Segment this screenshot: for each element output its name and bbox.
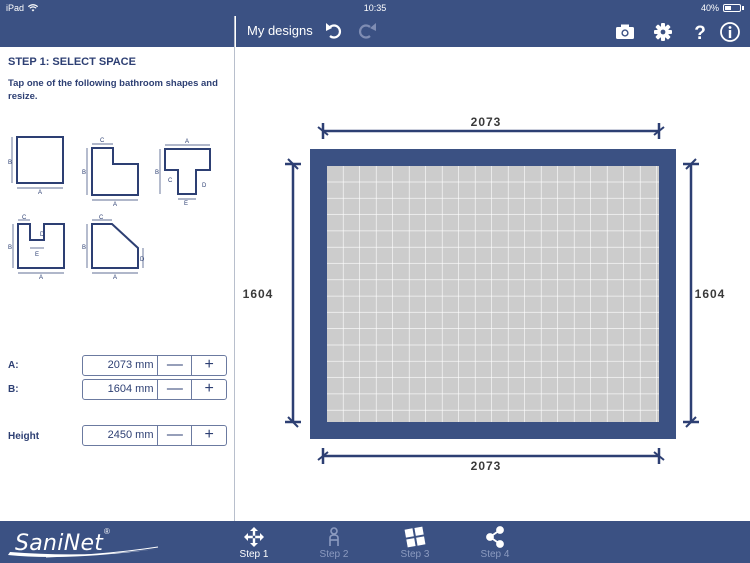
dimension-a-label: A: <box>8 360 19 371</box>
room-drawing: 2073 2073 1604 <box>243 115 726 473</box>
sidebar-header <box>0 16 234 47</box>
shape-label: A <box>39 275 43 281</box>
shape-t[interactable]: A B C D E <box>155 134 217 209</box>
shape-label: A <box>185 139 189 145</box>
tab-step-4[interactable]: Step 4 <box>465 524 525 562</box>
wifi-icon <box>28 4 39 12</box>
dimension-b-stepper: 1604 mm — + <box>82 379 227 400</box>
dimension-a-decrease-button[interactable]: — <box>158 356 193 375</box>
top-dimension-label: 2073 <box>471 115 502 129</box>
height-increase-button[interactable]: + <box>204 426 214 443</box>
dimension-b-label: B: <box>8 384 19 395</box>
dimension-a-increase-button[interactable]: + <box>204 356 214 373</box>
svg-text:?: ? <box>694 23 706 43</box>
shape-label: E <box>184 201 188 207</box>
shape-chamfer[interactable]: C B D A <box>82 212 152 287</box>
top-dimension[interactable]: 2073 <box>317 115 665 139</box>
dimension-b-increase-button[interactable]: + <box>204 380 214 397</box>
shape-label: C <box>99 215 104 221</box>
left-dimension[interactable]: 1604 <box>243 158 301 428</box>
design-canvas[interactable]: 2073 2073 1604 <box>236 47 750 521</box>
sidebar: STEP 1: SELECT SPACE Tap one of the foll… <box>0 16 235 521</box>
saninet-logo: SaniNet ® <box>6 525 162 559</box>
status-time: 10:35 <box>363 3 387 13</box>
move-arrows-icon <box>244 527 264 547</box>
dimension-b-decrease-button[interactable]: — <box>158 380 193 399</box>
person-icon <box>329 527 339 546</box>
shape-label: C <box>22 215 27 221</box>
my-designs-button[interactable]: My designs <box>247 23 313 38</box>
height-value[interactable]: 2450 mm <box>83 426 159 445</box>
tab-step-2[interactable]: Step 2 <box>304 524 364 562</box>
shape-label: E <box>35 252 39 258</box>
tiles-icon <box>404 526 426 548</box>
shape-label: C <box>168 178 173 184</box>
tab-step-3[interactable]: Step 3 <box>385 524 445 562</box>
shape-label: A <box>113 275 117 281</box>
tab-step-1-label: Step 1 <box>239 549 269 560</box>
right-dimension-label: 1604 <box>695 287 726 301</box>
share-icon <box>486 526 504 548</box>
shape-label: A <box>38 190 42 196</box>
height-label: Height <box>8 431 40 442</box>
shape-u[interactable]: C B D E A <box>8 212 70 287</box>
height-stepper: 2450 mm — + <box>82 425 227 446</box>
shape-label: B <box>82 170 86 176</box>
undo-icon[interactable] <box>322 21 344 43</box>
logo-registered: ® <box>104 527 110 536</box>
bottom-dimension[interactable]: 2073 <box>317 448 665 473</box>
shape-label: B <box>8 160 12 166</box>
height-decrease-button[interactable]: — <box>158 426 193 445</box>
logo-text: SaniNet <box>15 531 104 556</box>
shape-square[interactable]: B A <box>8 134 68 209</box>
device-name: iPad <box>6 3 25 13</box>
shape-label: D <box>40 232 45 238</box>
tab-step-1[interactable]: Step 1 <box>224 524 284 562</box>
dimension-a-value[interactable]: 2073 mm <box>83 356 159 375</box>
shape-label: B <box>82 245 86 251</box>
shape-label: B <box>8 245 12 251</box>
bottom-dimension-label: 2073 <box>471 459 502 473</box>
info-icon[interactable] <box>719 21 741 43</box>
battery-icon <box>723 4 741 12</box>
tab-step-4-label: Step 4 <box>480 549 510 560</box>
shape-l[interactable]: C B A <box>82 134 147 209</box>
tiled-floor <box>327 166 659 422</box>
dimension-a-stepper: 2073 mm — + <box>82 355 227 376</box>
status-bar: iPad 10:35 40% <box>0 0 750 16</box>
shape-label: C <box>100 138 105 144</box>
toolbar: My designs ? <box>236 16 750 47</box>
shape-label: A <box>113 202 117 208</box>
tab-step-3-label: Step 3 <box>400 549 430 560</box>
left-dimension-label: 1604 <box>243 287 274 301</box>
dimension-b-value[interactable]: 1604 mm <box>83 380 159 399</box>
step-instructions: Tap one of the following bathroom shapes… <box>8 78 218 102</box>
help-icon[interactable]: ? <box>689 21 711 43</box>
bottom-nav: SaniNet ® Step 1 St <box>0 521 750 563</box>
shape-label: D <box>202 183 207 189</box>
right-dimension[interactable]: 1604 <box>683 158 726 428</box>
shape-label: B <box>155 170 159 176</box>
tab-step-2-label: Step 2 <box>319 549 349 560</box>
step-title: STEP 1: SELECT SPACE <box>8 56 136 68</box>
shape-label: D <box>140 257 145 263</box>
camera-icon[interactable] <box>614 21 636 43</box>
gear-icon[interactable] <box>652 21 674 43</box>
redo-icon[interactable] <box>358 21 380 43</box>
battery-percent: 40% <box>700 3 719 13</box>
